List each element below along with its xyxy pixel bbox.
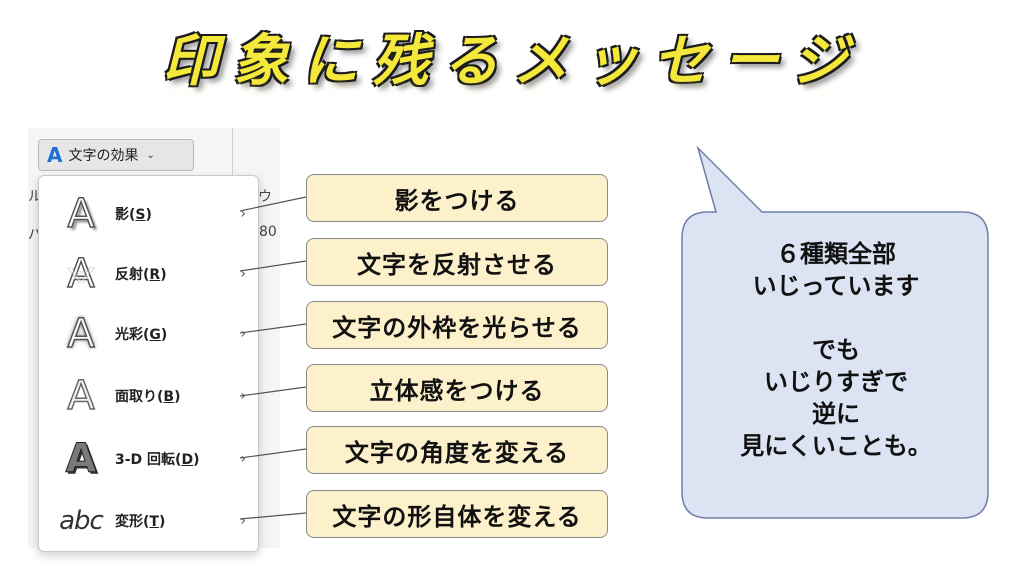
connector-line	[239, 512, 307, 520]
connector-line	[239, 448, 307, 459]
bubble-line: いじっています	[752, 272, 920, 300]
menu-item-label: 面取り(B)	[115, 389, 181, 405]
menu-item-shadow[interactable]: A 影(S) ›	[39, 184, 260, 244]
menu-item-reflection[interactable]: A 反射(R) ›	[39, 244, 260, 304]
ribbon-separator	[232, 128, 233, 178]
connector-line	[239, 323, 307, 334]
menu-item-label: 光彩(G)	[115, 327, 168, 343]
shadow-a-icon: A	[67, 191, 96, 237]
connector-line	[239, 260, 307, 272]
text-effects-button[interactable]: A 文字の効果 ⌄	[38, 139, 194, 171]
transform-abc-icon: abc	[59, 506, 104, 536]
speech-bubble-shape	[681, 145, 989, 519]
bevel-a-icon: A	[67, 373, 96, 419]
reflection-a-icon: A	[55, 253, 107, 295]
chevron-right-icon: ›	[240, 266, 246, 282]
callout-shadow: 影をつける	[306, 174, 608, 222]
chevron-right-icon: ›	[240, 326, 246, 342]
chevron-down-icon: ⌄	[146, 149, 155, 161]
text-effects-a-icon: A	[47, 143, 63, 167]
menu-item-3d-rotation[interactable]: A 3-D 回転(D) ›	[39, 429, 260, 489]
callout-transform: 文字の形自体を変える	[306, 490, 608, 538]
chevron-right-icon: ›	[240, 513, 246, 529]
text-effects-label: 文字の効果	[68, 148, 139, 164]
menu-item-bevel[interactable]: A 面取り(B) ›	[39, 366, 260, 426]
menu-item-label: 反射(R)	[115, 267, 167, 283]
menu-item-label: 3-D 回転(D)	[115, 452, 200, 468]
bubble-line: ６種類全部	[776, 240, 896, 268]
text-effects-menu: A 影(S) › A 反射(R) › A 光彩(G) › A 面取り(B) › …	[38, 175, 259, 552]
callout-bevel: 立体感をつける	[306, 364, 608, 412]
menu-item-glow[interactable]: A 光彩(G) ›	[39, 304, 260, 364]
speech-bubble-text: ６種類全部 いじっています でも いじりすぎで 逆に 見にくいことも。	[686, 238, 986, 462]
connector-line	[239, 196, 307, 212]
glow-a-icon: A	[67, 311, 96, 357]
chevron-right-icon: ›	[240, 206, 246, 222]
page-title: 印象に残るメッセージ	[162, 29, 862, 94]
connector-line	[239, 386, 307, 397]
callout-3d-rotation: 文字の角度を変える	[306, 426, 608, 474]
menu-item-transform[interactable]: abc 変形(T) ›	[39, 491, 260, 551]
menu-item-label: 影(S)	[115, 207, 152, 223]
callout-glow: 文字の外枠を光らせる	[306, 301, 608, 349]
ribbon-fragment: 80	[259, 224, 277, 240]
callout-reflection: 文字を反射させる	[306, 238, 608, 286]
bubble-line: でも	[812, 336, 860, 364]
menu-item-label: 変形(T)	[115, 514, 166, 530]
rotation-3d-a-icon: A	[65, 436, 97, 482]
ribbon-fragment: ウ	[258, 189, 272, 205]
bubble-line: 逆に	[812, 400, 860, 428]
chevron-right-icon: ›	[240, 451, 246, 467]
bubble-line: 見にくいことも。	[740, 432, 932, 460]
bubble-line: いじりすぎで	[764, 368, 908, 396]
